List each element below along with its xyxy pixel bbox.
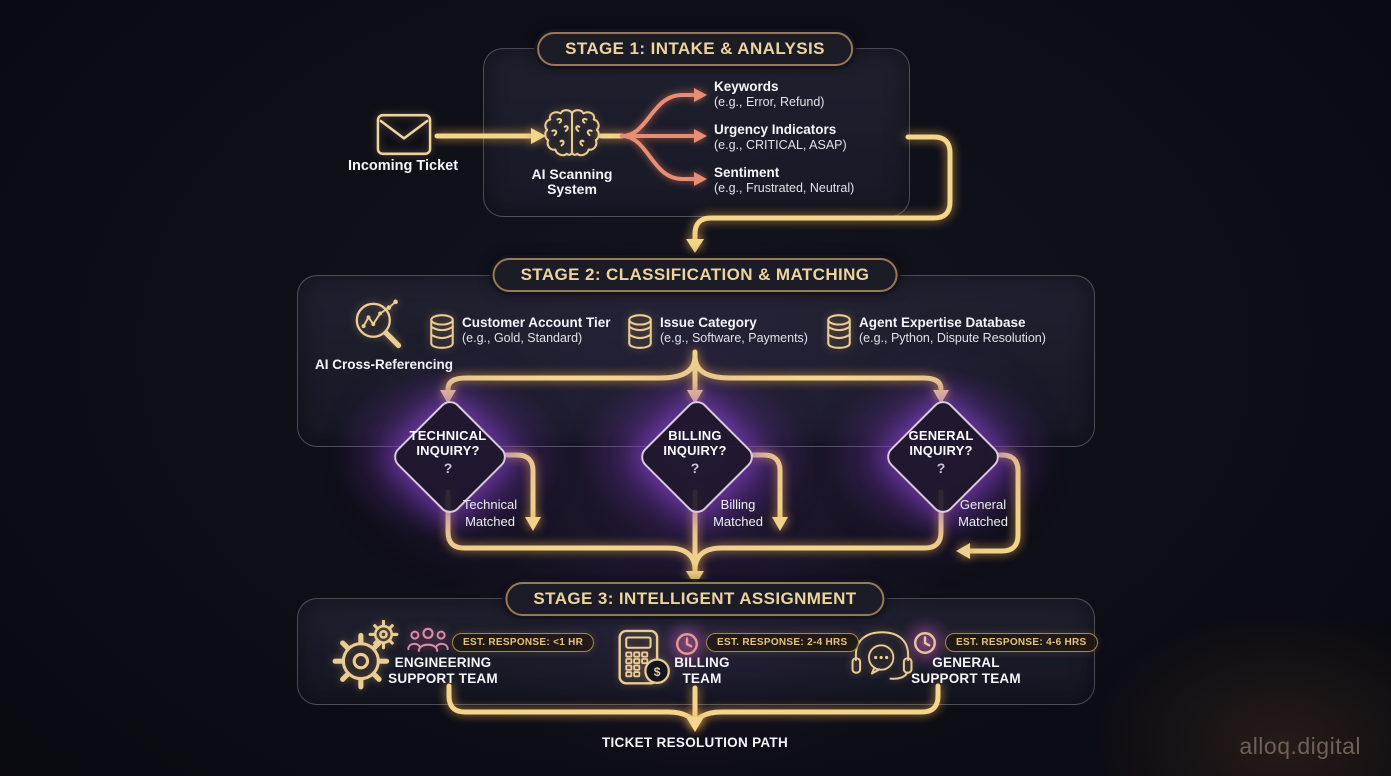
arrowhead-into-stage2 (686, 239, 704, 253)
technical-matched-line2: Matched (465, 514, 515, 529)
output-keywords-title: Keywords (714, 79, 779, 94)
billing-inquiry-text: BILLING INQUIRY? ? (629, 428, 761, 476)
billing-inquiry-question: ? (690, 460, 700, 476)
magnifier-chart-icon (351, 297, 415, 361)
output-sentiment-title: Sentiment (714, 165, 780, 180)
incoming-ticket-label: Incoming Ticket (347, 158, 459, 174)
billing-team-name: BILLING TEAM (642, 655, 762, 687)
technical-matched-label: Technical Matched (448, 496, 532, 530)
general-clock-icon (912, 630, 938, 656)
arrowhead-general-matched (956, 543, 970, 559)
output-urgency-example: (e.g., CRITICAL, ASAP) (714, 138, 847, 152)
general-matched-line2: Matched (958, 514, 1008, 529)
billing-inquiry-line2: INQUIRY? (663, 442, 727, 458)
database-account-tier-title: Customer Account Tier (462, 315, 611, 330)
scanner-label: AI Scanning System (512, 167, 632, 197)
database-icon-account-tier (428, 313, 456, 351)
output-urgency: Urgency Indicators (e.g., CRITICAL, ASAP… (714, 122, 847, 153)
scanner-label-line2: System (547, 181, 597, 197)
database-account-tier: Customer Account Tier (e.g., Gold, Stand… (462, 315, 611, 346)
envelope-icon (376, 113, 432, 156)
scanner-label-line1: AI Scanning (531, 166, 613, 182)
stage1-title: STAGE 1: INTAKE & ANALYSIS (565, 39, 825, 58)
output-urgency-title: Urgency Indicators (714, 122, 837, 137)
watermark: alloq.digital (1239, 733, 1361, 759)
stage3-header: STAGE 3: INTELLIGENT ASSIGNMENT (505, 582, 885, 616)
general-matched-label: General Matched (941, 496, 1025, 530)
gears-icon (330, 620, 402, 692)
stage2-title: STAGE 2: CLASSIFICATION & MATCHING (520, 265, 870, 284)
output-sentiment-example: (e.g., Frustrated, Neutral) (714, 181, 855, 195)
billing-team-line2: TEAM (682, 671, 722, 686)
team-people-icon (407, 626, 449, 653)
engineering-team-name: ENGINEERING SUPPORT TEAM (363, 655, 523, 687)
billing-matched-line1: Billing (720, 497, 756, 512)
billing-team-line1: BILLING (674, 655, 730, 670)
stage2-header: STAGE 2: CLASSIFICATION & MATCHING (492, 258, 898, 292)
technical-inquiry-text: TECHNICAL INQUIRY? ? (382, 428, 514, 476)
resolution-path-label: TICKET RESOLUTION PATH (601, 735, 789, 750)
cross-referencing-label: AI Cross-Referencing (314, 357, 454, 372)
database-icon-issue-category (626, 313, 654, 351)
technical-inquiry-line1: TECHNICAL (409, 428, 487, 443)
database-issue-category: Issue Category (e.g., Software, Payments… (660, 315, 808, 346)
technical-inquiry-question: ? (443, 460, 453, 476)
general-team-line1: GENERAL (932, 655, 1000, 670)
database-account-tier-example: (e.g., Gold, Standard) (462, 331, 583, 345)
billing-inquiry-line1: BILLING (668, 428, 722, 443)
output-sentiment: Sentiment (e.g., Frustrated, Neutral) (714, 165, 854, 196)
general-inquiry-text: GENERAL INQUIRY? ? (875, 428, 1007, 476)
dollar-sign: $ (654, 665, 661, 679)
billing-matched-label: Billing Matched (696, 496, 780, 530)
calculator-icon: $ (615, 628, 673, 690)
billing-matched-line2: Matched (713, 514, 763, 529)
billing-clock-icon (674, 631, 700, 657)
database-agent-expertise-example: (e.g., Python, Dispute Resolution) (859, 331, 1046, 345)
stage3-title: STAGE 3: INTELLIGENT ASSIGNMENT (533, 589, 857, 608)
engineering-team-line1: ENGINEERING (394, 655, 492, 670)
database-issue-category-example: (e.g., Software, Payments) (660, 331, 808, 345)
arrowhead-resolution (686, 717, 704, 732)
database-icon-agent-expertise (825, 313, 853, 351)
billing-response-badge: EST. RESPONSE: 2-4 HRS (706, 633, 859, 652)
general-team-line2: SUPPORT TEAM (911, 671, 1021, 686)
technical-matched-line1: Technical (462, 497, 518, 512)
database-agent-expertise-title: Agent Expertise Database (859, 315, 1026, 330)
general-team-name: GENERAL SUPPORT TEAM (886, 655, 1046, 687)
brain-icon (543, 106, 601, 160)
general-inquiry-question: ? (936, 460, 946, 476)
output-keywords-example: (e.g., Error, Refund) (714, 95, 825, 109)
headset-icon (850, 626, 914, 684)
output-keywords: Keywords (e.g., Error, Refund) (714, 79, 824, 110)
database-agent-expertise: Agent Expertise Database (e.g., Python, … (859, 315, 1046, 346)
stage1-header: STAGE 1: INTAKE & ANALYSIS (537, 32, 853, 66)
general-response-badge: EST. RESPONSE: 4-6 HRS (945, 633, 1098, 652)
engineering-team-line2: SUPPORT TEAM (388, 671, 498, 686)
database-issue-category-title: Issue Category (660, 315, 757, 330)
general-matched-line1: General (959, 497, 1007, 512)
general-inquiry-line2: INQUIRY? (909, 442, 973, 458)
technical-inquiry-line2: INQUIRY? (416, 442, 480, 458)
general-inquiry-line1: GENERAL (908, 428, 974, 443)
engineering-response-badge: EST. RESPONSE: <1 HR (452, 633, 595, 652)
